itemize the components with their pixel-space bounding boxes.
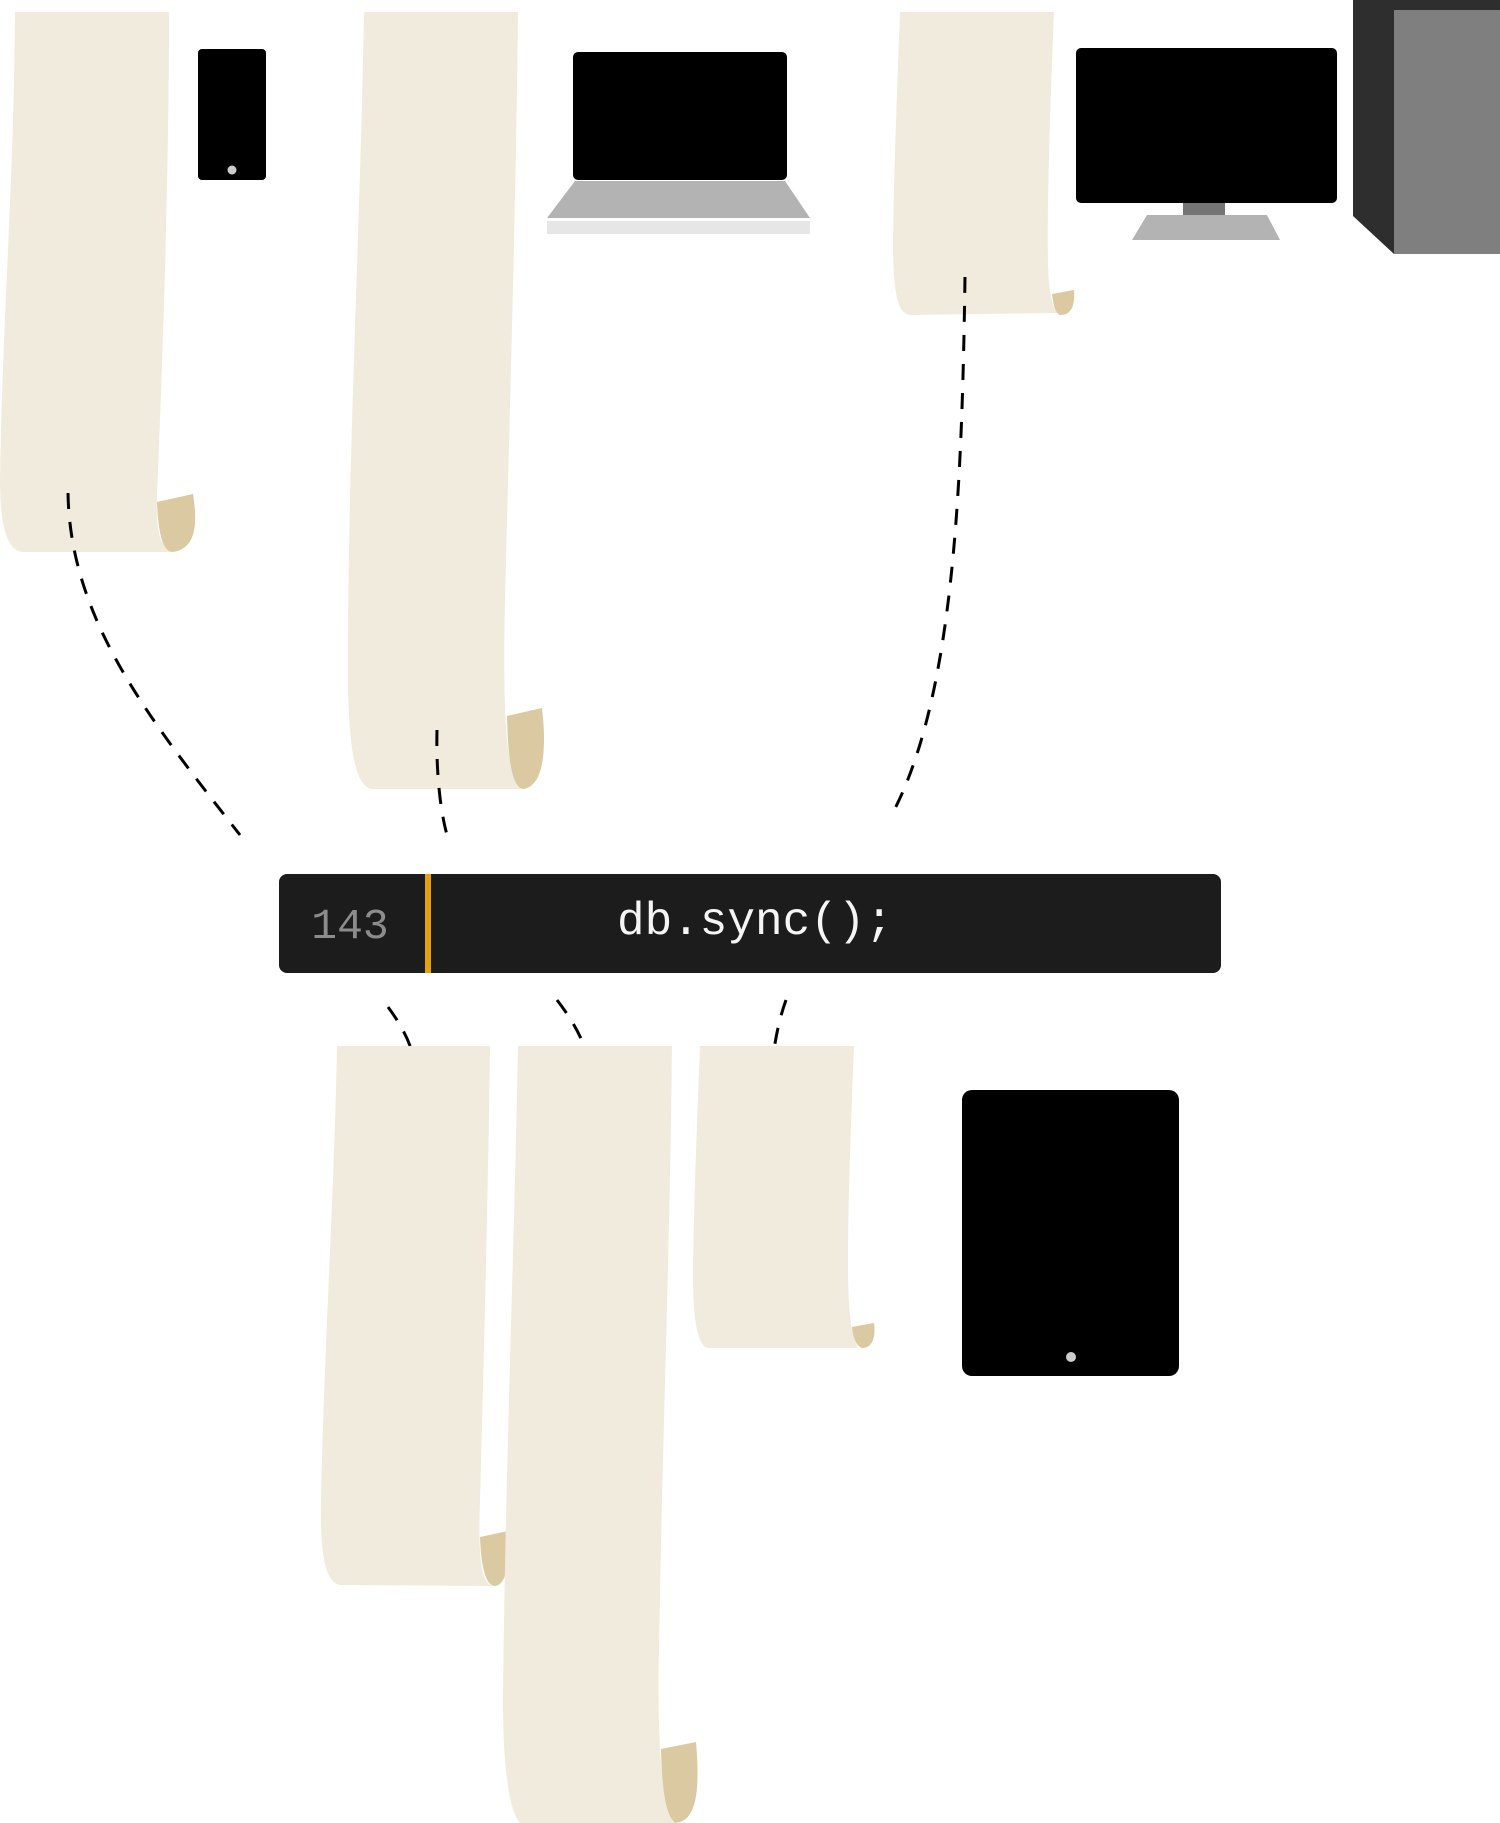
laptop-keyboard-base <box>547 181 810 218</box>
tablet-device <box>962 1090 1179 1376</box>
connector-scroll-top-3 <box>888 276 967 819</box>
code-bar: 143 db.sync(); <box>279 874 1221 973</box>
phone-icon <box>198 49 266 180</box>
tablet-icon <box>962 1090 1179 1376</box>
scroll-bottom-1 <box>320 1046 509 1586</box>
monitor-foot <box>1132 215 1280 240</box>
phone-home-button <box>227 165 237 175</box>
connector-scroll-top-2 <box>435 729 449 836</box>
laptop-lip <box>547 221 810 234</box>
laptop-icon <box>573 52 787 180</box>
connector-scroll-bottom-2 <box>555 999 592 1083</box>
code-bar-code: db.sync(); <box>617 896 893 948</box>
code-bar-background <box>279 874 1221 973</box>
desktop-tower-device <box>1353 0 1500 254</box>
scroll-bottom-3 <box>693 1046 875 1348</box>
scroll-top-3 <box>893 12 1075 315</box>
code-bar-line-number: 143 <box>311 902 388 951</box>
tablet-home-button <box>1066 1352 1076 1362</box>
tower-icon <box>1353 0 1500 254</box>
scroll-bottom-2 <box>503 1046 698 1823</box>
monitor-icon <box>1076 48 1337 203</box>
scroll-top-2 <box>347 12 545 789</box>
code-bar-gutter-divider <box>425 874 431 973</box>
phone-device <box>198 49 266 180</box>
laptop-device <box>547 52 810 234</box>
connector-scroll-top-1 <box>66 492 242 836</box>
desktop-monitor-device <box>1076 48 1337 240</box>
scroll-top-1 <box>0 12 196 552</box>
tower-front <box>1394 10 1500 254</box>
